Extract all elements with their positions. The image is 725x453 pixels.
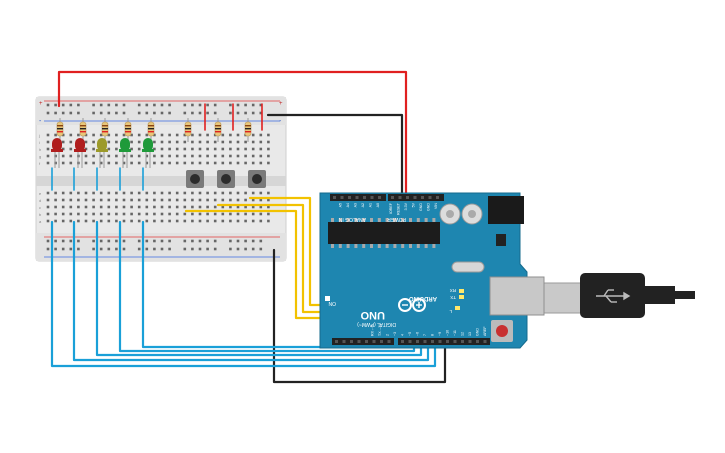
- row-letter: f: [39, 161, 41, 166]
- breadboard-holes: [46, 103, 270, 251]
- header-pins: [333, 196, 487, 343]
- resistor: [184, 118, 192, 142]
- wire-blue-1: [50, 220, 437, 368]
- digital-pin-label: GND: [476, 328, 480, 336]
- push-button[interactable]: [186, 170, 204, 188]
- power-jack: [488, 196, 524, 224]
- analog-pin-label: A1: [369, 203, 373, 207]
- digital-pin-label: 2: [386, 334, 390, 336]
- rail-minus-label: -: [39, 118, 42, 125]
- rail-plus-label: +: [39, 101, 43, 107]
- resistor: [147, 118, 155, 142]
- led: [119, 138, 131, 168]
- analog-pin-label: A3: [354, 203, 358, 207]
- digital-pin-label: ~9: [438, 332, 442, 336]
- analog-pin-label: A5: [339, 203, 343, 207]
- row-letter: i: [39, 140, 40, 145]
- row-letter: g: [39, 154, 41, 159]
- analog-label: ANALOG IN: [338, 216, 366, 222]
- digital-pin-label: ~3: [393, 332, 397, 336]
- wire-black-gnd-bottom: [272, 248, 447, 384]
- power-pin-label: 3.3V: [404, 202, 408, 210]
- digital-pin-label: 12: [461, 332, 465, 336]
- row-letter: j: [38, 133, 40, 138]
- led: [96, 138, 108, 168]
- push-button[interactable]: [217, 170, 235, 188]
- power-pin-label: RESET: [397, 202, 401, 215]
- wire-red-5v: [57, 70, 408, 202]
- wire-blue-2: [72, 220, 430, 362]
- digital-pin-label: 7: [423, 334, 427, 336]
- digital-pin-label: RX←0: [371, 325, 375, 336]
- analog-pin-label: A4: [346, 203, 350, 207]
- wire-black-gnd: [266, 113, 404, 202]
- rx-label: RX: [450, 288, 456, 293]
- row-letter: b: [39, 212, 42, 217]
- microcontroller-chip: [328, 222, 440, 244]
- digital-label: DIGITAL (PWM~): [357, 321, 396, 327]
- led: [142, 138, 154, 168]
- digital-pin-label: ~11: [453, 330, 457, 336]
- row-letter: a: [39, 219, 42, 224]
- analog-pin-label: A2: [361, 203, 365, 207]
- brand-label: ARDUINO: [409, 295, 437, 301]
- resistors: [56, 118, 252, 142]
- digital-pin-label: ~6: [416, 332, 420, 336]
- resistor: [244, 118, 252, 142]
- power-pin-label: GND: [419, 203, 423, 211]
- resistor: [79, 118, 87, 142]
- digital-pin-label: AREF: [483, 326, 487, 336]
- digital-pin-label: ~5: [408, 332, 412, 336]
- tx-label: TX: [450, 295, 456, 300]
- push-buttons: [186, 170, 266, 188]
- power-pin-label: GND: [427, 203, 431, 211]
- digital-pin-label: ~10: [446, 330, 450, 336]
- model-label: UNO: [360, 309, 385, 321]
- resistor: [214, 118, 222, 142]
- row-letter: d: [39, 198, 41, 203]
- led: [74, 138, 86, 168]
- on-label: ON: [328, 300, 336, 306]
- arduino-logo: [398, 298, 426, 312]
- resistor: [56, 118, 64, 142]
- rail-plus-label-right: +: [279, 101, 283, 107]
- digital-pin-label: TX→1: [378, 326, 382, 336]
- leds: [51, 138, 154, 168]
- push-button[interactable]: [248, 170, 266, 188]
- row-letter: h: [39, 147, 41, 152]
- arduino-board: UNO ARDUINO ON TX RX L DIGITAL (PWM~) AN…: [319, 192, 545, 349]
- row-letter: c: [39, 205, 41, 210]
- usb-cable: [542, 273, 695, 318]
- usb-icon: [596, 289, 631, 303]
- power-pin-label: IOREF: [389, 202, 393, 214]
- power-pin-label: VIN: [434, 203, 438, 209]
- resistor: [101, 118, 109, 142]
- analog-pin-label: A0: [376, 203, 380, 207]
- power-pin-label: 5V: [412, 202, 416, 207]
- led: [51, 138, 63, 168]
- digital-pin-label: 13: [468, 332, 472, 336]
- resistor: [124, 118, 132, 142]
- reset-button[interactable]: [491, 320, 513, 342]
- usb-port: [489, 276, 545, 316]
- digital-pin-label: 8: [431, 334, 435, 336]
- power-label: POWER: [387, 216, 406, 222]
- row-letter: e: [39, 191, 42, 196]
- rail-minus-label-right: -: [279, 118, 282, 125]
- chip-legs: [331, 218, 436, 248]
- digital-pin-label: 4: [401, 334, 405, 336]
- wire-blue-3: [95, 220, 423, 357]
- l-label: L: [449, 309, 452, 314]
